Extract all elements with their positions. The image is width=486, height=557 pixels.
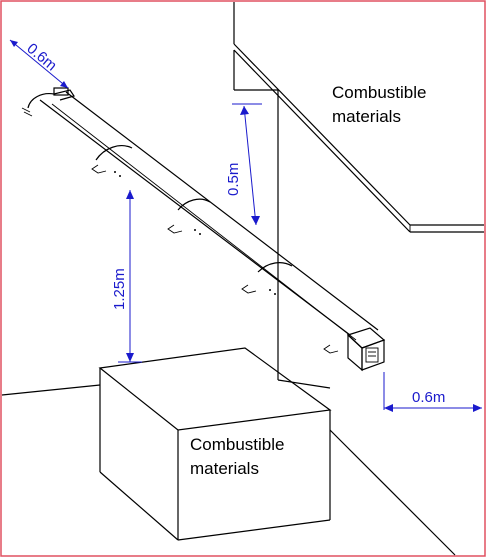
dimension-ceiling: [232, 103, 262, 226]
radiant-tube-heater: [21, 87, 386, 372]
floor-combustible-box: [98, 347, 332, 541]
dim-label-floor-object: 1.25m: [111, 268, 128, 310]
dim-label-top-left: 0.6m: [23, 40, 59, 74]
box-materials-label-line2: materials: [190, 459, 259, 478]
box-materials-label-line1: Combustible: [190, 435, 285, 454]
dim-label-ceiling: 0.5m: [225, 163, 242, 196]
ceiling-materials-label-line1: Combustible: [332, 83, 427, 102]
dim-label-wall-end: 0.6m: [412, 389, 445, 406]
dimension-top-left: [9, 39, 69, 89]
ceiling-materials-label-line2: materials: [332, 107, 401, 126]
dimension-wall-end: [383, 372, 482, 412]
dimension-floor-object: [118, 190, 142, 363]
